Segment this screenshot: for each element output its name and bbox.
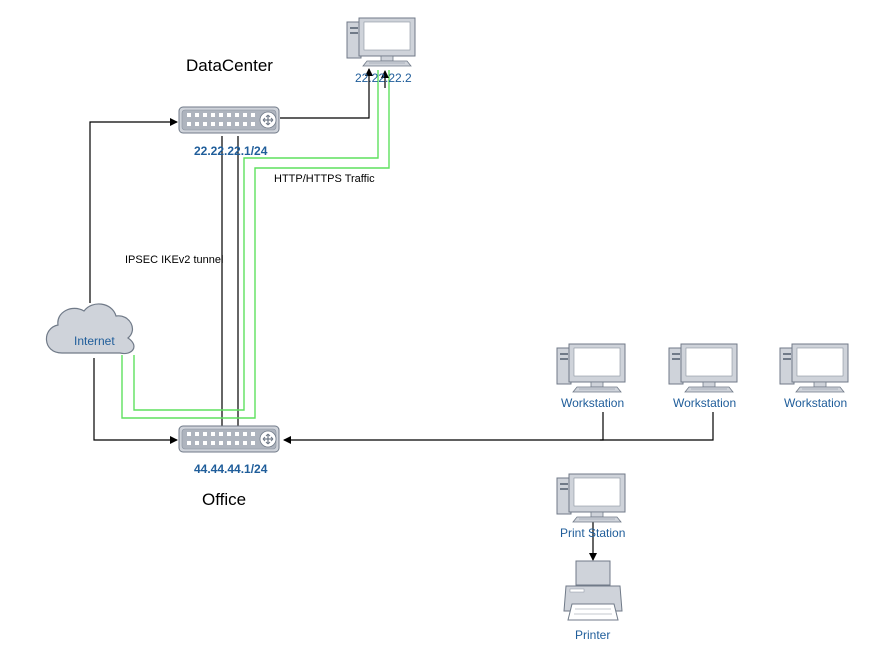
internet-label: Internet bbox=[74, 334, 115, 348]
workstation-1-icon[interactable] bbox=[556, 343, 626, 393]
datacenter-title: DataCenter bbox=[186, 56, 273, 75]
http-traffic-green-lines bbox=[121, 70, 390, 419]
printer-label: Printer bbox=[575, 628, 611, 642]
office-router-ip: 44.44.44.1/24 bbox=[194, 462, 268, 476]
ipsec-tunnel-lines bbox=[221, 136, 239, 427]
datacenter-server-icon[interactable] bbox=[346, 17, 416, 67]
office-title: Office bbox=[202, 490, 247, 509]
link-dc-router-to-server bbox=[280, 68, 373, 119]
printer-icon[interactable] bbox=[563, 560, 623, 621]
http-traffic-label: HTTP/HTTPS Traffic bbox=[274, 173, 375, 185]
datacenter-server-ip: 22.22.22.2 bbox=[355, 71, 412, 85]
internet-cloud-icon[interactable] bbox=[45, 303, 135, 355]
office-router-icon[interactable] bbox=[178, 425, 280, 453]
link-internet-to-dc-router bbox=[89, 118, 178, 303]
link-internet-to-office-router bbox=[93, 358, 178, 444]
datacenter-router-ip: 22.22.22.1/24 bbox=[194, 144, 268, 158]
datacenter-router-icon[interactable] bbox=[178, 106, 280, 134]
workstation-1-label: Workstation bbox=[561, 396, 625, 410]
workstation-3-icon[interactable] bbox=[779, 343, 849, 393]
ipsec-tunnel-label: IPSEC IKEv2 tunnel bbox=[125, 254, 224, 266]
workstation-2-label: Workstation bbox=[673, 396, 737, 410]
workstation-3-label: Workstation bbox=[784, 396, 848, 410]
workstation-2-icon[interactable] bbox=[668, 343, 738, 393]
print-station-icon[interactable] bbox=[556, 473, 626, 523]
link-workstations-to-office-router bbox=[283, 412, 714, 444]
print-station-label: Print Station bbox=[560, 526, 626, 540]
